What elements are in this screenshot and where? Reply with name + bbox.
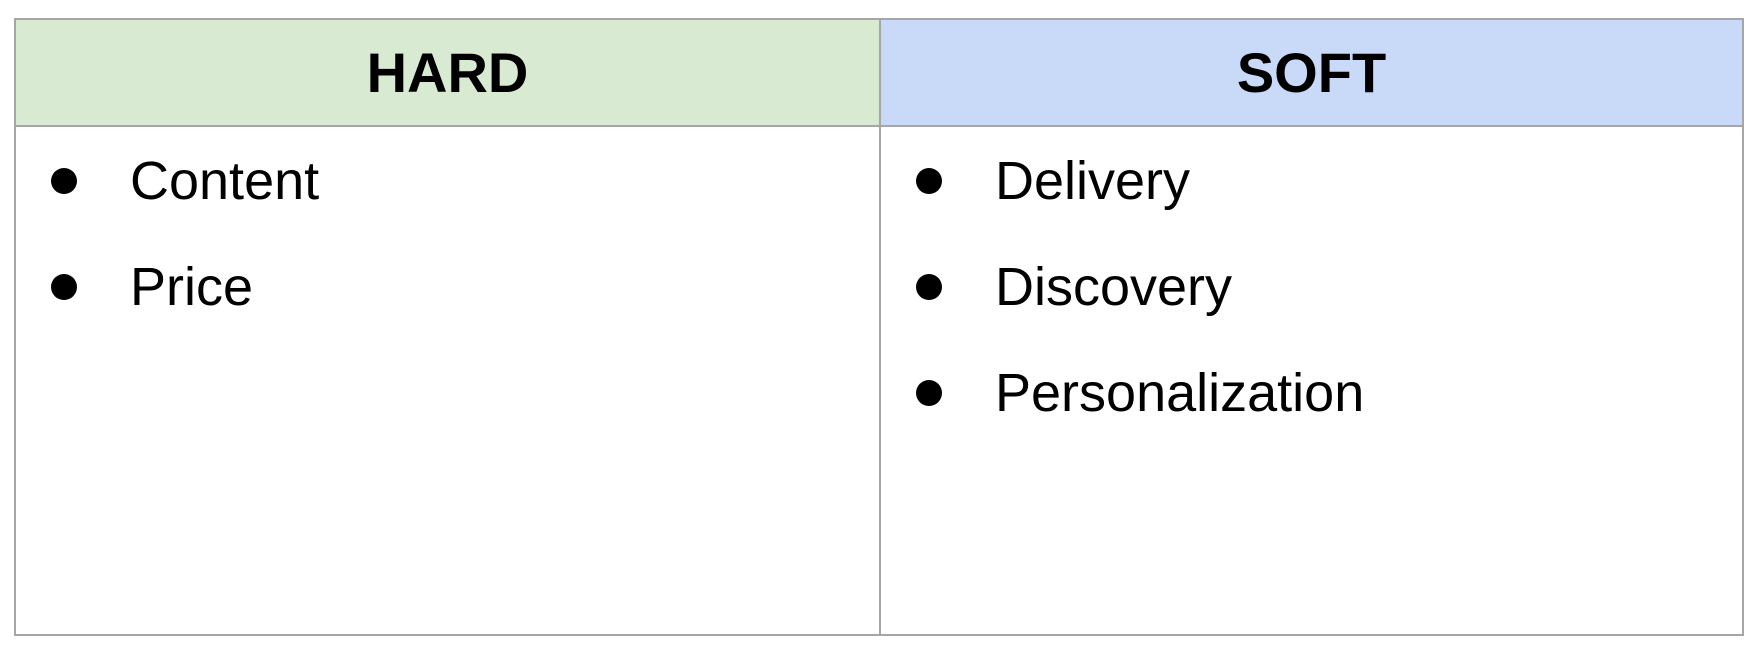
list-item-text: Personalization	[995, 363, 1365, 423]
soft-column-cell: Delivery Discovery Personalization	[881, 127, 1742, 634]
list-item-text: Discovery	[995, 257, 1233, 317]
list-item: Personalization	[881, 357, 1742, 463]
list-item: Content	[16, 145, 879, 251]
list-item-text: Content	[130, 151, 320, 211]
list-item-text: Price	[130, 257, 254, 317]
bullet-icon	[916, 274, 942, 300]
soft-bullet-list: Delivery Discovery Personalization	[881, 145, 1742, 463]
list-item: Price	[16, 251, 879, 357]
list-item: Delivery	[881, 145, 1742, 251]
soft-column-header: SOFT	[881, 20, 1742, 127]
hard-bullet-list: Content Price	[16, 145, 879, 357]
hard-column-cell: Content Price	[16, 127, 881, 634]
bullet-icon	[916, 168, 942, 194]
bullet-icon	[51, 168, 77, 194]
list-item-text: Delivery	[995, 151, 1191, 211]
bullet-icon	[916, 380, 942, 406]
list-item: Discovery	[881, 251, 1742, 357]
hard-column-header: HARD	[16, 20, 881, 127]
bullet-icon	[51, 274, 77, 300]
comparison-table: HARD SOFT Content Price Delivery Discove…	[14, 18, 1744, 636]
